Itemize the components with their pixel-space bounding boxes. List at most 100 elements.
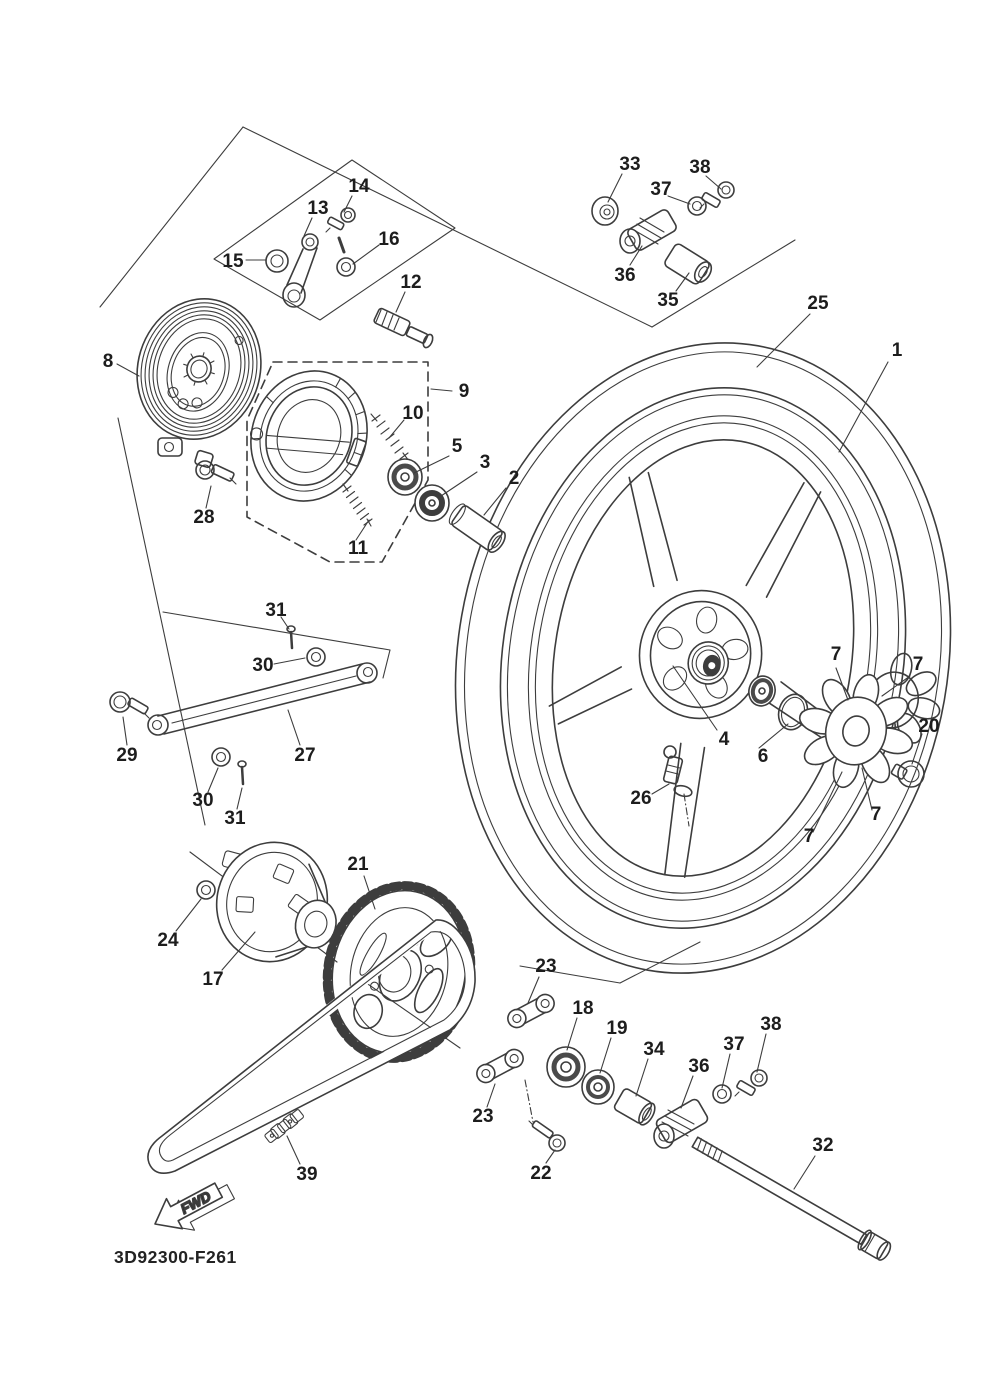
axle-adjuster-nut <box>890 760 925 788</box>
callout-7-a: 7 <box>831 644 842 665</box>
callout-5: 5 <box>452 436 463 457</box>
drive-chain <box>147 919 476 1175</box>
fwd-arrow: FWD <box>154 1182 235 1231</box>
drum-bolt <box>195 460 237 485</box>
puller-flange-nut <box>591 196 619 226</box>
callout-17: 17 <box>202 969 223 990</box>
leader-lines <box>116 173 923 1190</box>
callout-26: 26 <box>630 788 651 809</box>
callout-12: 12 <box>400 272 421 293</box>
callout-10: 10 <box>402 403 423 424</box>
wheel-hub <box>638 589 763 720</box>
valve-stem <box>662 745 693 827</box>
callout-6: 6 <box>758 746 769 767</box>
callout-37-a: 37 <box>650 179 671 200</box>
chain-adjuster-block-top <box>619 209 677 254</box>
callout-7-d: 7 <box>804 826 815 847</box>
drum-anchor-tab <box>157 437 214 469</box>
wear-indicator-clip <box>336 236 356 277</box>
callout-39: 39 <box>296 1164 317 1185</box>
callout-34: 34 <box>643 1039 665 1060</box>
cotter-pin-lower <box>237 760 247 786</box>
callout-30-b: 30 <box>192 790 213 811</box>
callout-28: 28 <box>193 507 214 528</box>
callout-31-b: 31 <box>224 808 246 829</box>
callout-2: 2 <box>509 468 520 489</box>
callout-30-a: 30 <box>252 655 273 676</box>
adjuster-plate-bolt <box>528 1120 566 1152</box>
tire-outer-edge <box>454 342 952 974</box>
rear-wheel <box>454 342 952 974</box>
callout-22: 22 <box>530 1163 551 1184</box>
brake-shoe-kit-dashed-box <box>246 361 429 563</box>
callout-19: 19 <box>606 1018 627 1039</box>
sprocket-clutch-hub <box>215 841 337 963</box>
callout-37-b: 37 <box>723 1034 744 1055</box>
brake-drum-plate <box>136 297 262 441</box>
brake-camshaft <box>373 307 434 349</box>
callout-23-b: 23 <box>472 1106 493 1127</box>
callout-16: 16 <box>378 229 399 250</box>
torque-rod-bolt <box>109 691 150 719</box>
brake-camshaft-lever <box>282 233 319 308</box>
callout-32: 32 <box>812 1135 833 1156</box>
axle-spacer <box>613 1088 656 1126</box>
brake-shoe-spring-lower <box>342 483 373 527</box>
axle-bearing <box>546 1046 586 1088</box>
callout-36-a: 36 <box>614 265 635 286</box>
brake-shoe-set <box>249 370 368 502</box>
callout-23-a: 23 <box>535 956 556 977</box>
camshaft-nut <box>265 249 289 273</box>
callout-20: 20 <box>918 716 939 737</box>
hub-bearing <box>387 458 423 496</box>
callout-13: 13 <box>307 198 328 219</box>
callout-24: 24 <box>157 930 179 951</box>
callout-1: 1 <box>892 340 903 361</box>
callout-7-b: 7 <box>913 654 924 675</box>
torque-rod-nut-upper <box>306 647 326 667</box>
wheel-axle <box>691 1136 892 1261</box>
group-boundary-lines <box>99 126 796 1049</box>
callout-15: 15 <box>222 251 244 272</box>
diagram-part-code: 3D92300-F261 <box>114 1247 237 1267</box>
lever-pinch-bolt <box>325 207 356 233</box>
callout-35: 35 <box>657 290 679 311</box>
callout-7-c: 7 <box>871 804 882 825</box>
torque-rod-nut-lower <box>211 747 231 767</box>
puller-bolt-bottom <box>734 1069 768 1097</box>
callout-31-a: 31 <box>265 600 287 621</box>
callout-4: 4 <box>719 729 730 750</box>
puller-bolt-top <box>699 181 735 209</box>
callout-8: 8 <box>103 351 114 372</box>
callout-3: 3 <box>480 452 491 473</box>
callout-27: 27 <box>294 745 315 766</box>
callout-29: 29 <box>116 745 137 766</box>
callout-38-a: 38 <box>689 157 710 178</box>
callout-labels: 1 2 3 4 5 6 7 7 7 7 8 9 10 11 12 13 14 1… <box>103 154 940 1185</box>
cotter-pin-upper <box>286 625 296 650</box>
callout-36-b: 36 <box>688 1056 709 1077</box>
chain-adjuster-block-bottom <box>653 1098 709 1149</box>
callout-33: 33 <box>619 154 640 175</box>
adjuster-centerline <box>524 1079 534 1123</box>
callout-9: 9 <box>459 381 470 402</box>
bearing-collar <box>748 675 776 707</box>
callout-21: 21 <box>347 854 369 875</box>
adjuster-plate-upper <box>507 993 555 1029</box>
callout-11: 11 <box>348 538 369 559</box>
oil-seal <box>414 484 450 522</box>
driven-sprocket <box>322 881 476 1063</box>
axle-collar-top <box>664 243 713 285</box>
hub-spacer <box>448 503 506 553</box>
callout-18: 18 <box>572 998 593 1019</box>
chain-joint-link <box>264 1109 304 1143</box>
brake-torque-rod <box>147 662 378 736</box>
wheel-flange-front <box>798 673 914 789</box>
axle-bearing-inner <box>581 1069 615 1105</box>
puller-locknut-bottom <box>712 1084 732 1104</box>
adjuster-plate-lower <box>476 1048 524 1084</box>
callout-14: 14 <box>348 176 370 197</box>
callout-38-b: 38 <box>760 1014 781 1035</box>
